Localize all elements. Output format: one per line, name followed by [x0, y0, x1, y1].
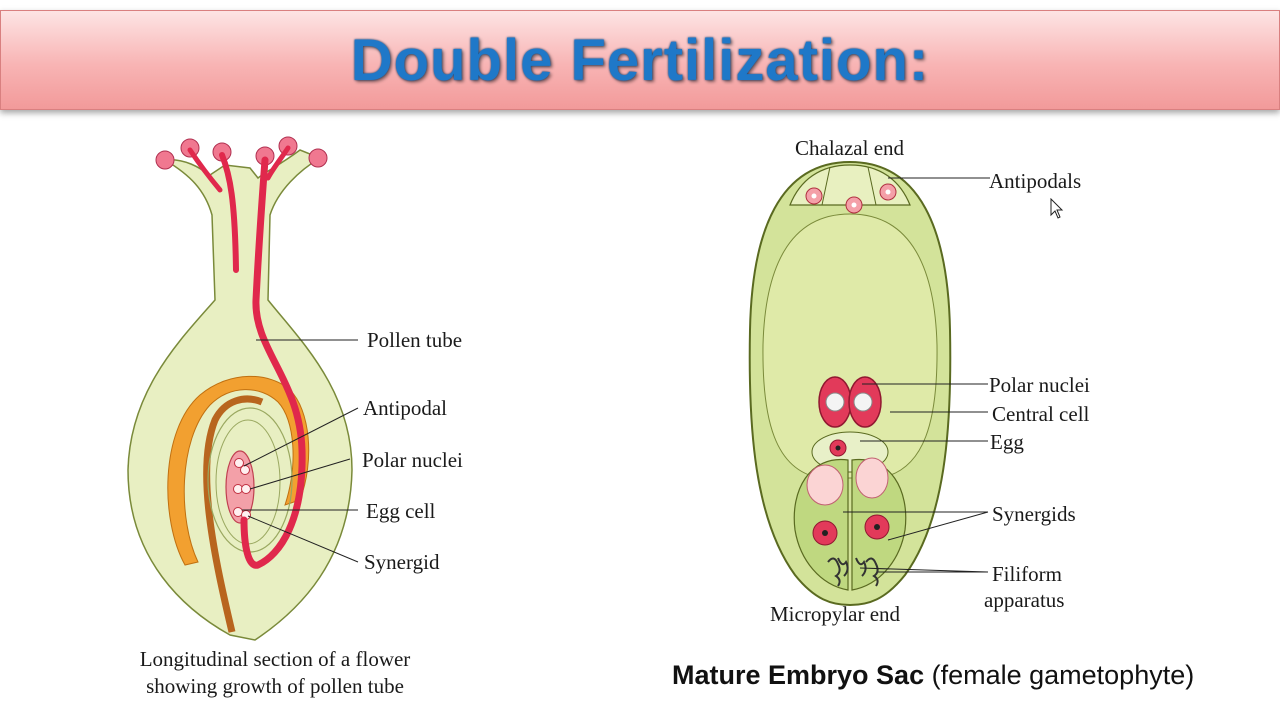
label-apparatus: apparatus	[984, 588, 1065, 612]
label-synergid: Synergid	[364, 550, 440, 574]
flower-section-diagram	[127, 136, 359, 641]
mouse-cursor-icon	[1050, 198, 1064, 219]
label-chalazal-end: Chalazal end	[795, 136, 905, 160]
nucleolus	[825, 392, 845, 412]
antipodal-nucleus	[811, 193, 817, 199]
pollen-tube-short	[219, 152, 239, 273]
label-micropylar-end: Micropylar end	[770, 602, 901, 626]
label-polar-nuclei: Polar nuclei	[362, 448, 463, 472]
filiform-apparatus	[827, 557, 879, 587]
title-banner: Double Fertilization:	[0, 10, 1280, 110]
left-caption: Longitudinal section of a flower showing…	[100, 646, 450, 700]
leader-line	[249, 458, 351, 490]
left-caption-line2: showing growth of pollen tube	[146, 674, 404, 698]
label-pollen-tube: Pollen tube	[367, 328, 463, 352]
right-caption-rest: (female gametophyte)	[924, 660, 1195, 690]
funicle	[203, 395, 264, 633]
label-antipodal: Antipodal	[363, 396, 447, 420]
leader-line	[243, 407, 359, 467]
egg-nucleolus	[835, 445, 841, 451]
label-polar-nuclei-right: Polar nuclei	[989, 373, 1090, 397]
nucleolus	[853, 392, 873, 412]
antipodal-cell	[234, 458, 244, 468]
synergid-vacuole	[855, 457, 889, 499]
leader-line	[887, 511, 989, 541]
synergid-nucleolus	[822, 530, 828, 536]
polar-nucleus	[241, 484, 251, 494]
antipodal-wall	[867, 166, 877, 206]
page-title: Double Fertilization:	[350, 28, 930, 93]
antipodal-cell	[240, 465, 250, 475]
pollen-tube-short	[187, 147, 223, 193]
stigma-papilla	[308, 148, 328, 168]
label-antipodals: Antipodals	[989, 169, 1082, 193]
antipodal-nucleus	[885, 189, 891, 195]
right-caption: Mature Embryo Sac (female gametophyte)	[672, 660, 1194, 691]
stigma-papilla	[155, 150, 175, 170]
leader-line	[247, 515, 359, 563]
synergid-vacuole	[806, 464, 844, 506]
pollen-tube	[240, 156, 306, 569]
label-egg-cell: Egg cell	[366, 499, 436, 523]
label-synergids: Synergids	[992, 502, 1076, 526]
antipodal-nucleus	[851, 202, 857, 208]
antipodal-wall	[821, 166, 831, 206]
pistil-body	[127, 149, 353, 641]
right-caption-bold: Mature Embryo Sac	[672, 660, 925, 690]
leader-line	[859, 567, 989, 573]
label-central-cell: Central cell	[992, 402, 1090, 426]
embryo-sac-diagram	[748, 160, 990, 607]
label-filiform: Filiform	[992, 562, 1063, 586]
synergid-nucleolus	[874, 524, 880, 530]
pollen-tube-short	[265, 145, 291, 181]
label-egg: Egg	[990, 430, 1024, 454]
left-caption-line1: Longitudinal section of a flower	[139, 647, 411, 671]
